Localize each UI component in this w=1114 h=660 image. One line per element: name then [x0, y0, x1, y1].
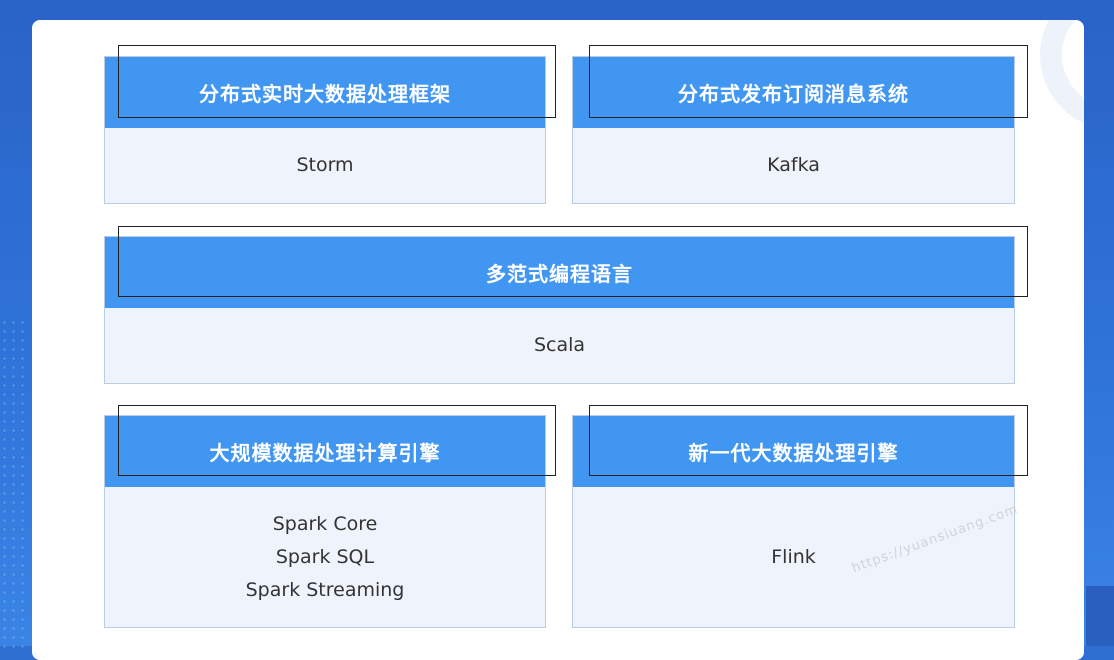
tech-name: Spark SQL	[275, 545, 375, 568]
tech-name: Storm	[296, 154, 354, 176]
panel-title: 新一代大数据处理引擎	[573, 416, 1014, 487]
dot-pattern-left	[0, 318, 30, 648]
panel-storm: 分布式实时大数据处理框架 Storm	[104, 56, 546, 204]
panel-title: 分布式发布订阅消息系统	[573, 57, 1014, 128]
panel-title: 多范式编程语言	[105, 237, 1014, 308]
tech-name: Spark Core	[272, 512, 378, 535]
tech-name: Spark Streaming	[245, 578, 405, 601]
panel-kafka: 分布式发布订阅消息系统 Kafka	[572, 56, 1015, 204]
tech-name: Flink	[771, 545, 816, 568]
panel-body: Kafka	[573, 128, 1014, 203]
tech-name: Scala	[533, 334, 586, 356]
panel-body: Spark Core Spark SQL Spark Streaming	[105, 487, 545, 627]
background-block-right	[1086, 586, 1114, 646]
panel-body: Storm	[105, 128, 545, 203]
panel-flink: 新一代大数据处理引擎 Flink	[572, 415, 1015, 628]
panel-scala: 多范式编程语言 Scala	[104, 236, 1015, 384]
decorative-ring	[1040, 20, 1084, 130]
panel-body: Flink	[573, 487, 1014, 627]
panel-title: 大规模数据处理计算引擎	[105, 416, 545, 487]
panel-title: 分布式实时大数据处理框架	[105, 57, 545, 128]
panel-spark: 大规模数据处理计算引擎 Spark Core Spark SQL Spark S…	[104, 415, 546, 628]
panel-body: Scala	[105, 308, 1014, 383]
tech-name: Kafka	[767, 154, 820, 176]
